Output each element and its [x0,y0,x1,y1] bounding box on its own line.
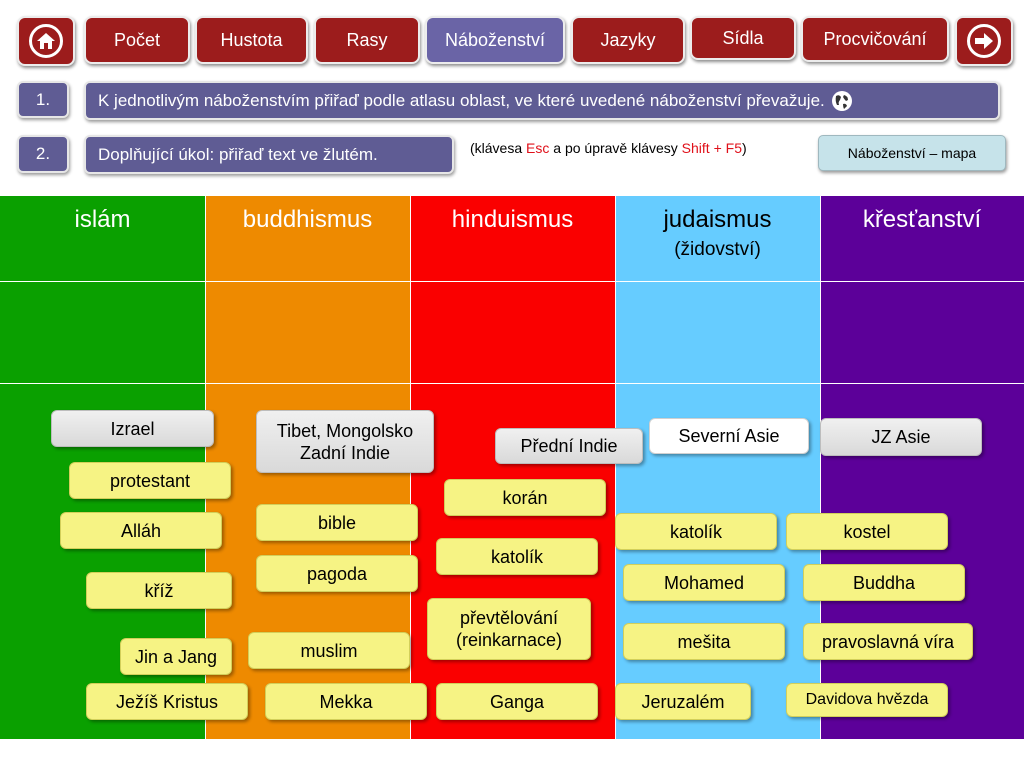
globe-icon[interactable] [831,90,853,112]
column-title-buddhismus: buddhismus [242,206,373,233]
card-jezis-kristus[interactable]: Ježíš Kristus [86,683,248,720]
card-ganga[interactable]: Ganga [436,683,598,720]
column-title-krestanstvi: křesťanství [862,206,982,233]
card-koran[interactable]: korán [444,479,606,516]
row-divider [0,281,1024,282]
column-title-judaismus-main: judaismus [663,206,772,233]
hint-middle: a po úpravě klávesy [549,140,682,156]
card-pagoda[interactable]: pagoda [256,555,418,592]
tab-procvicovani[interactable]: Procvičování [801,16,949,62]
tab-pocet[interactable]: Počet [84,16,190,64]
card-jeruzalem[interactable]: Jeruzalém [615,683,751,720]
card-prevtelovani[interactable]: převtělování (reinkarnace) [427,598,591,660]
card-kostel[interactable]: kostel [786,513,948,550]
column-divider [820,196,821,739]
tab-jazyky[interactable]: Jazyky [571,16,685,64]
column-title-hinduismus: hinduismus [451,206,574,233]
card-mesita[interactable]: mešita [623,623,785,660]
card-severni-asie[interactable]: Severní Asie [649,418,809,454]
tab-nabozenstvi[interactable]: Náboženství [425,16,565,64]
home-icon [29,24,63,58]
card-jin-a-jang[interactable]: Jin a Jang [120,638,232,675]
row-divider [0,383,1024,384]
card-muslim[interactable]: muslim [248,632,410,669]
card-allah[interactable]: Alláh [60,512,222,549]
hint-shift: Shift + F5 [681,140,742,156]
hint-close: ) [741,140,747,156]
hint-esc: Esc [526,140,550,156]
task-2-text: Doplňující úkol: přiřaď text ve žlutém. [84,135,454,174]
card-kriz[interactable]: kříž [86,572,232,609]
card-tibet[interactable]: Tibet, Mongolsko Zadní Indie [256,410,434,473]
card-protestant[interactable]: protestant [69,462,231,499]
tab-sidla[interactable]: Sídla [690,16,796,60]
card-pravoslavna[interactable]: pravoslavná víra [803,623,973,660]
tab-rasy[interactable]: Rasy [314,16,420,64]
next-button[interactable] [955,16,1013,66]
column-divider [615,196,616,739]
hint-open: (klávesa [470,140,527,156]
task-2-number: 2. [17,135,69,173]
card-mekka[interactable]: Mekka [265,683,427,720]
keyboard-hint: (klávesa Esc a po úpravě klávesy Shift +… [470,140,747,156]
religion-map-button[interactable]: Náboženství – mapa [818,135,1006,171]
task-1-number: 1. [17,81,69,118]
column-title-judaismus: judaismus (židovství) [615,205,820,265]
tab-hustota[interactable]: Hustota [195,16,308,64]
task-1-text: K jednotlivým náboženstvím přiřaď podle … [84,81,1000,120]
card-izrael[interactable]: Izrael [51,410,214,447]
arrow-right-icon [967,24,1001,58]
card-bible[interactable]: bible [256,504,418,541]
card-mohamed[interactable]: Mohamed [623,564,785,601]
card-jz-asie[interactable]: JZ Asie [820,418,982,456]
card-katolik-1[interactable]: katolík [615,513,777,550]
column-title-islam: islám [74,206,131,233]
card-katolik-2[interactable]: katolík [436,538,598,575]
card-davidova-hvezda[interactable]: Davidova hvězda [786,683,948,717]
card-predni-indie[interactable]: Přední Indie [495,428,643,464]
home-button[interactable] [17,16,75,66]
task-1-label: K jednotlivým náboženstvím přiřaď podle … [98,90,825,110]
column-subtitle-judaismus: (židovství) [674,239,761,260]
card-buddha[interactable]: Buddha [803,564,965,601]
